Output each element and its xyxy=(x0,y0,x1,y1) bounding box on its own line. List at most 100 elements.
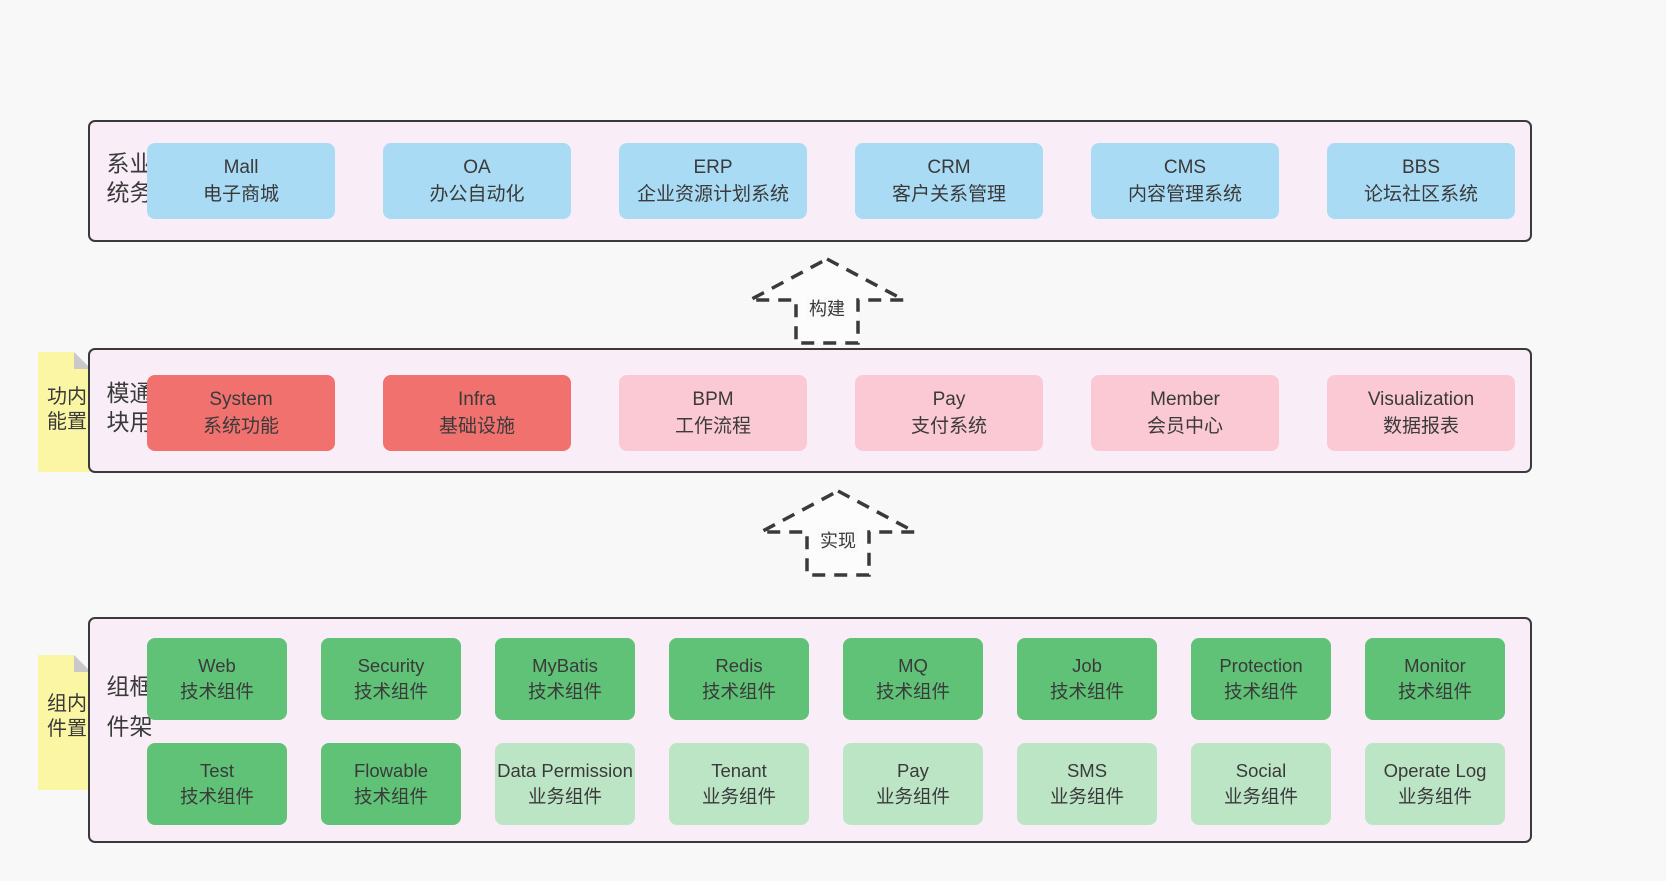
component-box-row-1: Web 技术组件 Security 技术组件 MyBatis 技术组件 Redi… xyxy=(147,638,1505,720)
box-subtitle: 技术组件 xyxy=(1223,681,1298,702)
component-box-mybatis: MyBatis 技术组件 xyxy=(495,638,635,720)
box-title: BBS xyxy=(1401,157,1441,178)
box-title: Member xyxy=(1150,389,1220,410)
panel-framework-components: 框架组件 Web 技术组件 Security 技术组件 MyBatis 技术组件… xyxy=(88,617,1532,843)
box-title: System xyxy=(209,389,273,410)
business-box-bbs: BBS 论坛社区系统 xyxy=(1327,143,1515,219)
box-subtitle: 支付系统 xyxy=(910,416,987,437)
box-subtitle: 数据报表 xyxy=(1382,416,1459,437)
business-box-cms: CMS 内容管理系统 xyxy=(1091,143,1279,219)
sticky-note-label: 内置组件 xyxy=(43,692,86,743)
panel-business-systems: 业务系统 Mall 电子商城 OA 办公自动化 ERP 企业资源计划系统 CRM… xyxy=(88,120,1532,242)
box-subtitle: 技术组件 xyxy=(701,681,776,702)
box-title: Data Permission xyxy=(497,760,633,781)
box-subtitle: 电子商城 xyxy=(202,184,279,205)
box-title: Web xyxy=(198,655,236,676)
module-box-visualization: Visualization 数据报表 xyxy=(1327,375,1515,451)
box-subtitle: 业务组件 xyxy=(1397,786,1472,807)
sticky-note-built-in-features: 内置功能 xyxy=(38,352,91,472)
box-subtitle: 系统功能 xyxy=(202,416,279,437)
sticky-note-built-in-components: 内置组件 xyxy=(38,655,91,790)
box-title: MyBatis xyxy=(532,655,598,676)
component-box-pay: Pay 业务组件 xyxy=(843,743,983,825)
panel-label: 框架组件 xyxy=(103,674,152,755)
component-box-test: Test 技术组件 xyxy=(147,743,287,825)
box-title: CRM xyxy=(927,157,971,178)
arrow-label: 实现 xyxy=(817,527,859,553)
box-title: Social xyxy=(1235,760,1287,781)
box-title: Test xyxy=(200,760,234,781)
component-box-protection: Protection 技术组件 xyxy=(1191,638,1331,720)
box-subtitle: 基础设施 xyxy=(438,416,515,437)
box-title: Visualization xyxy=(1367,389,1475,410)
box-title: ERP xyxy=(693,157,733,178)
box-subtitle: 会员中心 xyxy=(1146,416,1223,437)
component-box-tenant: Tenant 业务组件 xyxy=(669,743,809,825)
build-arrow: 构建 xyxy=(742,255,912,347)
panel-label: 通用模块 xyxy=(103,380,152,439)
box-title: CMS xyxy=(1163,157,1207,178)
module-box-system: System 系统功能 xyxy=(147,375,335,451)
box-subtitle: 技术组件 xyxy=(179,786,254,807)
business-box-erp: ERP 企业资源计划系统 xyxy=(619,143,807,219)
box-title: Infra xyxy=(457,389,497,410)
box-subtitle: 技术组件 xyxy=(527,681,602,702)
box-title: MQ xyxy=(898,655,928,676)
box-title: Redis xyxy=(715,655,763,676)
box-subtitle: 办公自动化 xyxy=(429,184,525,205)
component-box-sms: SMS 业务组件 xyxy=(1017,743,1157,825)
box-subtitle: 技术组件 xyxy=(1049,681,1124,702)
box-subtitle: 技术组件 xyxy=(875,681,950,702)
component-box-data-permission: Data Permission 业务组件 xyxy=(495,743,635,825)
component-box-web: Web 技术组件 xyxy=(147,638,287,720)
module-box-member: Member 会员中心 xyxy=(1091,375,1279,451)
module-box-bpm: BPM 工作流程 xyxy=(619,375,807,451)
box-subtitle: 业务组件 xyxy=(1049,786,1124,807)
module-box-row: System 系统功能 Infra 基础设施 BPM 工作流程 Pay 支付系统… xyxy=(147,375,1515,451)
box-title: Protection xyxy=(1219,655,1303,676)
business-box-crm: CRM 客户关系管理 xyxy=(855,143,1043,219)
box-subtitle: 企业资源计划系统 xyxy=(636,184,789,205)
component-box-social: Social 业务组件 xyxy=(1191,743,1331,825)
box-subtitle: 业务组件 xyxy=(701,786,776,807)
component-box-flowable: Flowable 技术组件 xyxy=(321,743,461,825)
box-title: Monitor xyxy=(1404,655,1466,676)
box-subtitle: 内容管理系统 xyxy=(1127,184,1242,205)
box-title: Pay xyxy=(932,389,966,410)
arrow-label: 构建 xyxy=(806,295,848,321)
box-title: Tenant xyxy=(711,760,767,781)
panel-common-modules: 通用模块 System 系统功能 Infra 基础设施 BPM 工作流程 Pay… xyxy=(88,348,1532,473)
box-title: Flowable xyxy=(353,760,429,781)
box-subtitle: 工作流程 xyxy=(674,416,751,437)
module-box-pay: Pay 支付系统 xyxy=(855,375,1043,451)
component-box-job: Job 技术组件 xyxy=(1017,638,1157,720)
box-title: Operate Log xyxy=(1383,760,1487,781)
box-title: Pay xyxy=(897,760,929,781)
box-subtitle: 技术组件 xyxy=(353,786,428,807)
module-box-infra: Infra 基础设施 xyxy=(383,375,571,451)
box-subtitle: 技术组件 xyxy=(1397,681,1472,702)
component-box-mq: MQ 技术组件 xyxy=(843,638,983,720)
box-subtitle: 客户关系管理 xyxy=(891,184,1006,205)
panel-label: 业务系统 xyxy=(103,151,152,210)
sticky-note-label: 内置功能 xyxy=(43,385,86,436)
business-box-mall: Mall 电子商城 xyxy=(147,143,335,219)
box-title: OA xyxy=(463,157,491,178)
box-title: Mall xyxy=(223,157,259,178)
component-box-row-2: Test 技术组件 Flowable 技术组件 Data Permission … xyxy=(147,743,1505,825)
box-subtitle: 技术组件 xyxy=(179,681,254,702)
business-box-row: Mall 电子商城 OA 办公自动化 ERP 企业资源计划系统 CRM 客户关系… xyxy=(147,143,1515,219)
business-box-oa: OA 办公自动化 xyxy=(383,143,571,219)
component-box-operate-log: Operate Log 业务组件 xyxy=(1365,743,1505,825)
box-subtitle: 论坛社区系统 xyxy=(1363,184,1478,205)
implement-arrow: 实现 xyxy=(753,487,923,579)
box-subtitle: 业务组件 xyxy=(527,786,602,807)
box-title: SMS xyxy=(1066,760,1108,781)
box-title: Job xyxy=(1072,655,1102,676)
box-title: Security xyxy=(357,655,425,676)
component-box-monitor: Monitor 技术组件 xyxy=(1365,638,1505,720)
box-subtitle: 业务组件 xyxy=(1223,786,1298,807)
box-subtitle: 技术组件 xyxy=(353,681,428,702)
component-box-security: Security 技术组件 xyxy=(321,638,461,720)
